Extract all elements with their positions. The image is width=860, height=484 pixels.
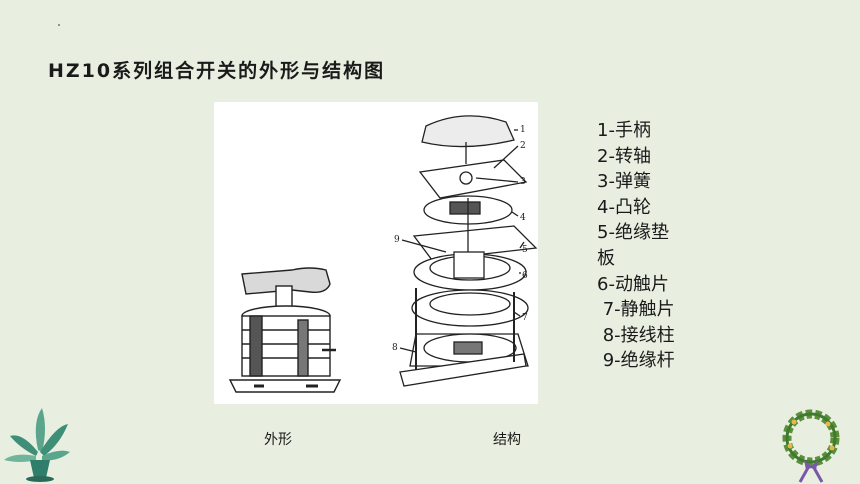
structure-caption: 结构	[493, 432, 521, 448]
slide-title: HZ10系列组合开关的外形与结构图	[48, 60, 386, 82]
potted-plant-decoration	[4, 408, 70, 482]
part-number-6: 6	[522, 271, 528, 281]
part-number-3: 3	[520, 177, 526, 187]
exterior-switch-drawing	[228, 267, 342, 393]
wreath-decoration	[782, 409, 840, 483]
legend-item: 8-接线柱	[597, 324, 675, 346]
part-number-7: 7	[522, 313, 528, 323]
exterior-caption: 外形	[264, 432, 292, 448]
decorative-dot	[58, 24, 60, 26]
legend-item: 9-绝缘杆	[597, 350, 675, 372]
parts-legend: 1-手柄 2-转轴 3-弹簧 4-凸轮 5-绝缘垫 板 6-动触片 7-静触片 …	[597, 118, 717, 374]
part-number-9: 9	[394, 235, 400, 245]
legend-item: 5-绝缘垫	[597, 222, 669, 244]
legend-item: 1-手柄	[597, 120, 651, 141]
legend-item: 6-动触片	[597, 273, 669, 295]
part-number-2: 2	[520, 141, 526, 151]
legend-item: 3-弹簧	[597, 171, 651, 193]
part-number-1: 1	[520, 125, 526, 135]
switch-diagram-image: 1 2 3 4 5 6 7 8 9	[214, 102, 538, 404]
part-number-labels: 1 2 3 4 5 6 7 8 9	[392, 125, 528, 353]
exploded-structure-drawing	[399, 115, 538, 387]
part-number-4: 4	[520, 213, 526, 223]
part-number-8: 8	[392, 343, 398, 353]
legend-item: 4-凸轮	[597, 196, 651, 218]
legend-item: 2-转轴	[597, 145, 651, 167]
switch-drawing: 1 2 3 4 5 6 7 8 9	[228, 115, 538, 393]
part-number-5: 5	[522, 245, 528, 255]
legend-item: 板	[597, 247, 615, 269]
legend-item: 7-静触片	[597, 299, 675, 321]
